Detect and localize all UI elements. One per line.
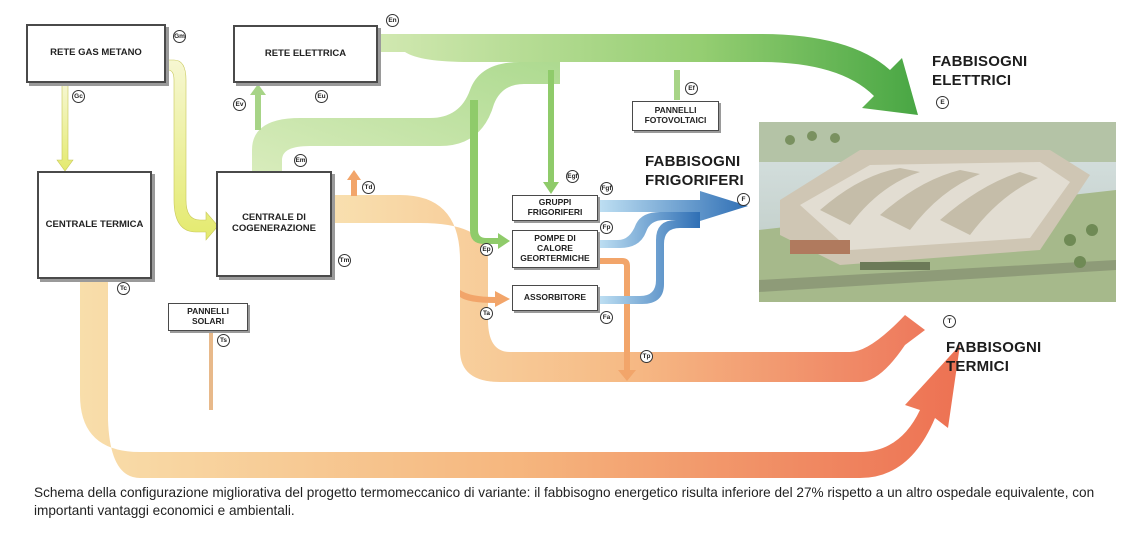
fabbisogni-termici-line2: TERMICI	[946, 357, 1010, 375]
fabbisogni-termici-label: FABBISOGNI TERMICI	[946, 339, 1041, 377]
tag-tc: Tc	[117, 282, 130, 295]
centrale-termica-box: CENTRALE TERMICA	[37, 171, 152, 279]
tag-td: Td	[362, 181, 375, 194]
gas-flow-gc	[56, 83, 74, 172]
tag-egf: Egf	[566, 170, 579, 183]
tag-tp: Tp	[640, 350, 653, 363]
rete-gas-metano-box: RETE GAS METANO	[26, 24, 166, 83]
pannelli-fotovoltaici-box: PANNELLI FOTOVOLTAICI	[632, 101, 719, 131]
fabbisogni-elettrici-label: FABBISOGNI ELETTRICI	[932, 53, 1027, 91]
pompe-calore-box: POMPE DI CALORE GEORTERMICHE	[512, 230, 598, 268]
tag-ep: Ep	[480, 243, 493, 256]
gas-flow-gm	[167, 59, 219, 241]
cold-flow-gruppi	[598, 191, 748, 221]
pannelli-solari-box: PANNELLI SOLARI	[168, 303, 248, 331]
tag-ta: Ta	[480, 307, 493, 320]
electric-flow-ep	[470, 100, 510, 249]
thermal-flow-ts	[209, 330, 213, 410]
tag-fa: Fa	[600, 311, 613, 324]
tag-fgf: Fgf	[600, 182, 613, 195]
figure-caption: Schema della configurazione migliorativa…	[34, 485, 1095, 518]
thermal-flow-assorbitore	[460, 290, 510, 307]
thermal-flow-tp	[598, 258, 636, 381]
tag-t: T	[943, 315, 956, 328]
tag-ts: Ts	[217, 334, 230, 347]
electric-flow-ef	[674, 70, 680, 100]
hospital-photo	[759, 122, 1116, 302]
rete-elettrica-box: RETE ELETTRICA	[233, 25, 378, 83]
thermal-flow-main	[80, 278, 960, 478]
tag-ef: Ef	[685, 82, 698, 95]
tag-em: Em	[294, 154, 307, 167]
electric-flow-main	[378, 34, 918, 115]
centrale-cogenerazione-box: CENTRALE DI COGENERAZIONE	[216, 171, 332, 277]
assorbitore-box: ASSORBITORE	[512, 285, 598, 311]
tag-gm: Gm	[173, 30, 186, 43]
electric-flow-ev	[250, 84, 266, 130]
electric-flow-egf	[543, 70, 559, 194]
fabbisogni-termici-line1: FABBISOGNI	[946, 339, 1042, 356]
gruppi-frigoriferi-box: GRUPPI FRIGORIFERI	[512, 195, 598, 221]
fabbisogni-frigoriferi-line1: FABBISOGNI	[645, 153, 741, 170]
tag-tm: Tm	[338, 254, 351, 267]
fabbisogni-elettrici-line1: FABBISOGNI	[932, 53, 1028, 70]
tag-en: En	[386, 14, 399, 27]
tag-ev: Ev	[233, 98, 246, 111]
tag-f: F	[737, 193, 750, 206]
tag-e: E	[936, 96, 949, 109]
cold-flow-pompe	[598, 212, 700, 248]
electric-flow-cogeneration	[252, 62, 560, 172]
tag-eu: Eu	[315, 90, 328, 103]
fabbisogni-elettrici-line2: ELETTRICI	[932, 71, 1012, 89]
fabbisogni-frigoriferi-label: FABBISOGNI FRIGORIFERI	[645, 153, 744, 191]
thermal-flow-td	[347, 170, 361, 196]
fabbisogni-frigoriferi-line2: FRIGORIFERI	[645, 171, 744, 189]
tag-gc: Gc	[72, 90, 85, 103]
tag-fp: Fp	[600, 221, 613, 234]
